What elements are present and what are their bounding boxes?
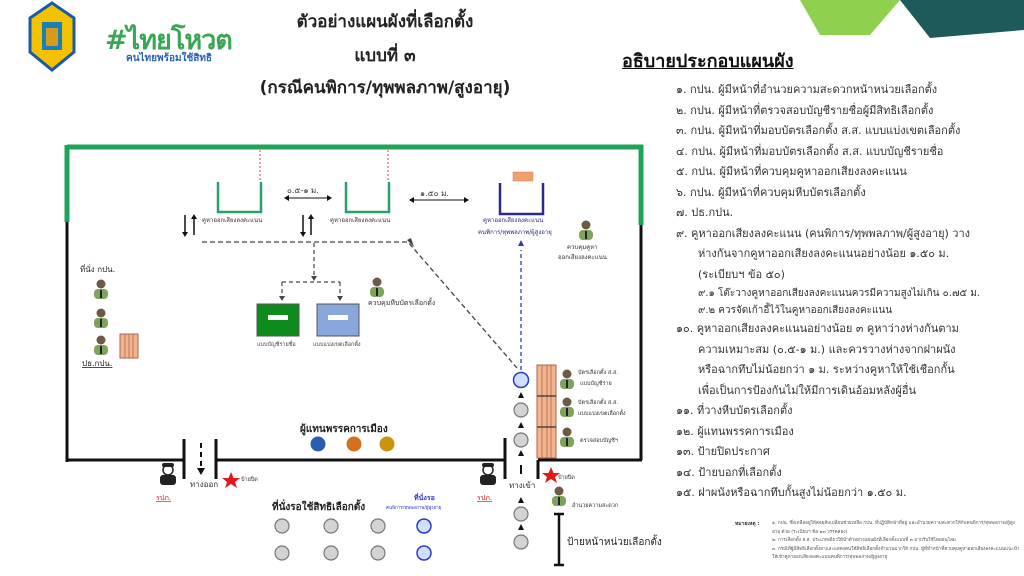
page-title: ตัวอย่างแผนผังที่เลือกตั้ง (296, 12, 474, 32)
desk-staff-label: แบบบัญชีราย (580, 380, 612, 387)
desk-staff-label: แบบแบ่งเขตเลือกตั้ง (578, 409, 626, 417)
legend-item: ๑. กปน. ผู้มีหน้าที่อำนวยความสะดวกหน้าหน… (676, 83, 938, 96)
staff-person-icon (94, 279, 108, 299)
booth-controller-person-icon (579, 220, 593, 240)
special-booth-sublabel: คนพิการ/ทุพพลภาพ/ผู้สูงอายุ (478, 229, 552, 236)
legend-item-cont: ห่างกันจากคูหาออกเสียงลงคะแนนอย่างน้อย ๑… (698, 247, 950, 260)
legend-item: ๗. ปธ.กปน. (676, 206, 734, 219)
voting-booth (344, 182, 391, 214)
guard-icon (479, 462, 497, 486)
district-ballot-staff-icon (560, 397, 574, 417)
legend-item-cont: เพื่อเป็นการป้องกันไม่ให้มีการเดินอ้อมหล… (698, 383, 916, 397)
chairman-label: ปธ.กปน. (82, 359, 112, 368)
desk-staff-label: บัตรเลือกตั้ง ส.ส. (578, 398, 618, 406)
guard-label: รปภ. (156, 494, 171, 502)
accessible-table (512, 171, 534, 182)
legend-item: ๔. กปน. ผู้มีหน้าที่มอบบัตรเลือกตั้ง ส.ส… (676, 144, 944, 158)
voting-booth (216, 182, 263, 214)
notice-label: ป้ายปิด (558, 474, 575, 481)
party-rep-seat (310, 436, 326, 452)
ect-logo (28, 1, 76, 72)
notice-star-icon (542, 467, 560, 483)
legend-item: ๙. คูหาออกเสียงลงคะแนน (คนพิการ/ทุพพลภาพ… (676, 226, 971, 240)
waiting-seats-label: ที่นั่งรอใช้สิทธิเลือกตั้ง (272, 499, 365, 513)
staff-desk (536, 364, 557, 459)
note-line: ๑. กปน. ซึ่งเหลืออยู่ให้คอยสับเปลี่ยนช่ว… (772, 521, 1015, 535)
legend-item: ๑๔. ป้ายบอกที่เลือกตั้ง (676, 465, 782, 479)
ballot-path (281, 243, 341, 298)
notes-heading: หมายเหตุ : (735, 521, 760, 527)
legend-item: ๑๕. ฝาผนังหรือฉากทึบกั้นสูงไม่น้อยกว่า ๑… (676, 486, 907, 499)
legend-list: ๑. กปน. ผู้มีหน้าที่อำนวยความสะดวกหน้าหน… (676, 80, 1016, 504)
legend-item-cont: (ระเบียบฯ ข้อ ๕๐) (698, 267, 785, 281)
legend-item: ๑๐. คูหาออกเสียงลงคะแนนอย่างน้อย ๓ คูหาว… (676, 322, 959, 335)
gap-large-label: ๑.๕๐ ม. (420, 189, 449, 198)
party-rep-seat (379, 436, 395, 452)
staff-person-icon (94, 308, 108, 328)
note-line: ๒. การเลือกตั้ง ส.ส. ประเภทเดียวให้นำตัว… (772, 538, 956, 543)
special-booth-label: คูหาออกเสียงลงคะแนน (483, 216, 543, 224)
chairman-person-icon (94, 335, 108, 355)
facilitator-person-icon (552, 486, 566, 506)
ballot-box-party-label: แบบบัญชีรายชื่อ (257, 340, 296, 348)
legend-item: ๑๒. ผู้แทนพรรคการเมือง (676, 424, 794, 438)
ballot-box-district-label: แบบแบ่งเขตเลือกตั้ง (313, 340, 361, 348)
list-check-staff-icon (560, 427, 574, 447)
front-sign-icon (554, 512, 564, 567)
legend-item-cont: ความเหมาะสม (๐.๕-๑ ม.) และควรวางห่างจากฝ… (698, 342, 956, 356)
legend-item: ๑๑. ที่วางหีบบัตรเลือกตั้ง (676, 404, 793, 417)
guard-icon (159, 462, 177, 486)
booth-label: คูหาออกเสียงลงคะแนน (330, 216, 390, 224)
legend-item: ๖. กปน. ผู้มีหน้าที่ควบคุมหีบบัตรเลือกตั… (676, 185, 866, 199)
party-reps-label: ผู้แทนพรรคการเมือง (300, 423, 388, 436)
voter-path (202, 241, 518, 369)
desk-staff-label: ตรวจสอบบัญชีฯ (580, 437, 618, 444)
queue-seats (513, 402, 529, 550)
note-line: ๓. กรณีที่ผู้มีสิทธิเลือกตั้งมาและแสดงตน… (772, 546, 1020, 561)
legend-item: ๓. กปน. ผู้มีหน้าที่มอบบัตรเลือกตั้ง ส.ส… (676, 124, 961, 137)
party-rep-seat (346, 436, 362, 452)
box-controller-label: ควบคุมหีบบัตรเลือกตั้ง (368, 296, 435, 307)
waiting-seats-special (416, 518, 432, 561)
desk-staff-label: บัตรเลือกตั้ง ส.ส. (578, 368, 618, 376)
special-voting-booth (498, 183, 545, 216)
notice-label: ป้ายปิด (241, 476, 258, 483)
page-subtitle: แบบที่ ๓ (354, 46, 416, 66)
booth-controller-label: ควบคุมคูหา (567, 244, 598, 251)
brand-logo: #ไทยโหวต (105, 25, 233, 56)
queue-seat-special (512, 371, 530, 389)
waiting-seats (274, 518, 386, 561)
waiting-special-label: ที่นั่งรอ (414, 492, 435, 502)
booth-label: คูหาออกเสียงลงคะแนน (202, 216, 262, 224)
front-sign-label: ป้ายหน้าหน่วยเลือกตั้ง (567, 534, 662, 548)
decor-green-shape (800, 0, 900, 35)
page-subtitle-case: (กรณีคนพิการ/ทุพพลภาพ/สูงอายุ) (259, 78, 511, 98)
queue-arrows (518, 392, 524, 530)
legend-subitem: ๙.๑ โต๊ะวางคูหาออกเสียงลงคะแนนควรมีความส… (698, 288, 980, 299)
party-list-ballot-staff-icon (560, 369, 574, 389)
waiting-special-sublabel: คนพิการ/ทุพพลภาพ/ผู้สูงอายุ (386, 505, 442, 511)
decor-teal-shape (900, 0, 1024, 38)
legend-heading: อธิบายประกอบแผนผัง (622, 51, 794, 72)
legend-item: ๑๓. ป้ายปิดประกาศ (676, 445, 770, 458)
brand-slogan: คนไทยพร้อมใช้สิทธิ (126, 53, 213, 64)
staff-seats-label: ที่นั่ง กปน. (80, 263, 115, 274)
notice-star-icon (222, 472, 240, 488)
booth-flow-arrows (184, 215, 312, 235)
guard-label: รปภ. (477, 494, 492, 502)
box-controller-person-icon (370, 277, 384, 297)
notes-list: ๑. กปน. ซึ่งเหลืออยู่ให้คอยสับเปลี่ยนช่ว… (772, 520, 1020, 563)
entrance-label: ทางเข้า (509, 481, 535, 490)
facilitator-label: อำนวยความสะดวก (572, 502, 618, 509)
legend-item: ๒. กปน. ผู้มีหน้าที่ตรวจสอบบัญชีรายชื่อผ… (676, 103, 934, 117)
gap-small-label: ๐.๕-๑ ม. (287, 186, 319, 195)
legend-item: ๕. กปน. ผู้มีหน้าที่ควบคุมคูหาออกเสียงลง… (676, 165, 907, 178)
legend-item-cont: หรือฉากทึบไม่น้อยกว่า ๑ ม. ระหว่างคูหาให… (698, 363, 955, 376)
booth-controller-label-2: ออกเสียงลงคะแนน (558, 253, 607, 261)
legend-subitem: ๙.๒ ควรจัดเก้าอี้ไว้ในคูหาออกเสียงลงคะแน… (698, 305, 893, 316)
exit-label: ทางออก (190, 480, 218, 489)
